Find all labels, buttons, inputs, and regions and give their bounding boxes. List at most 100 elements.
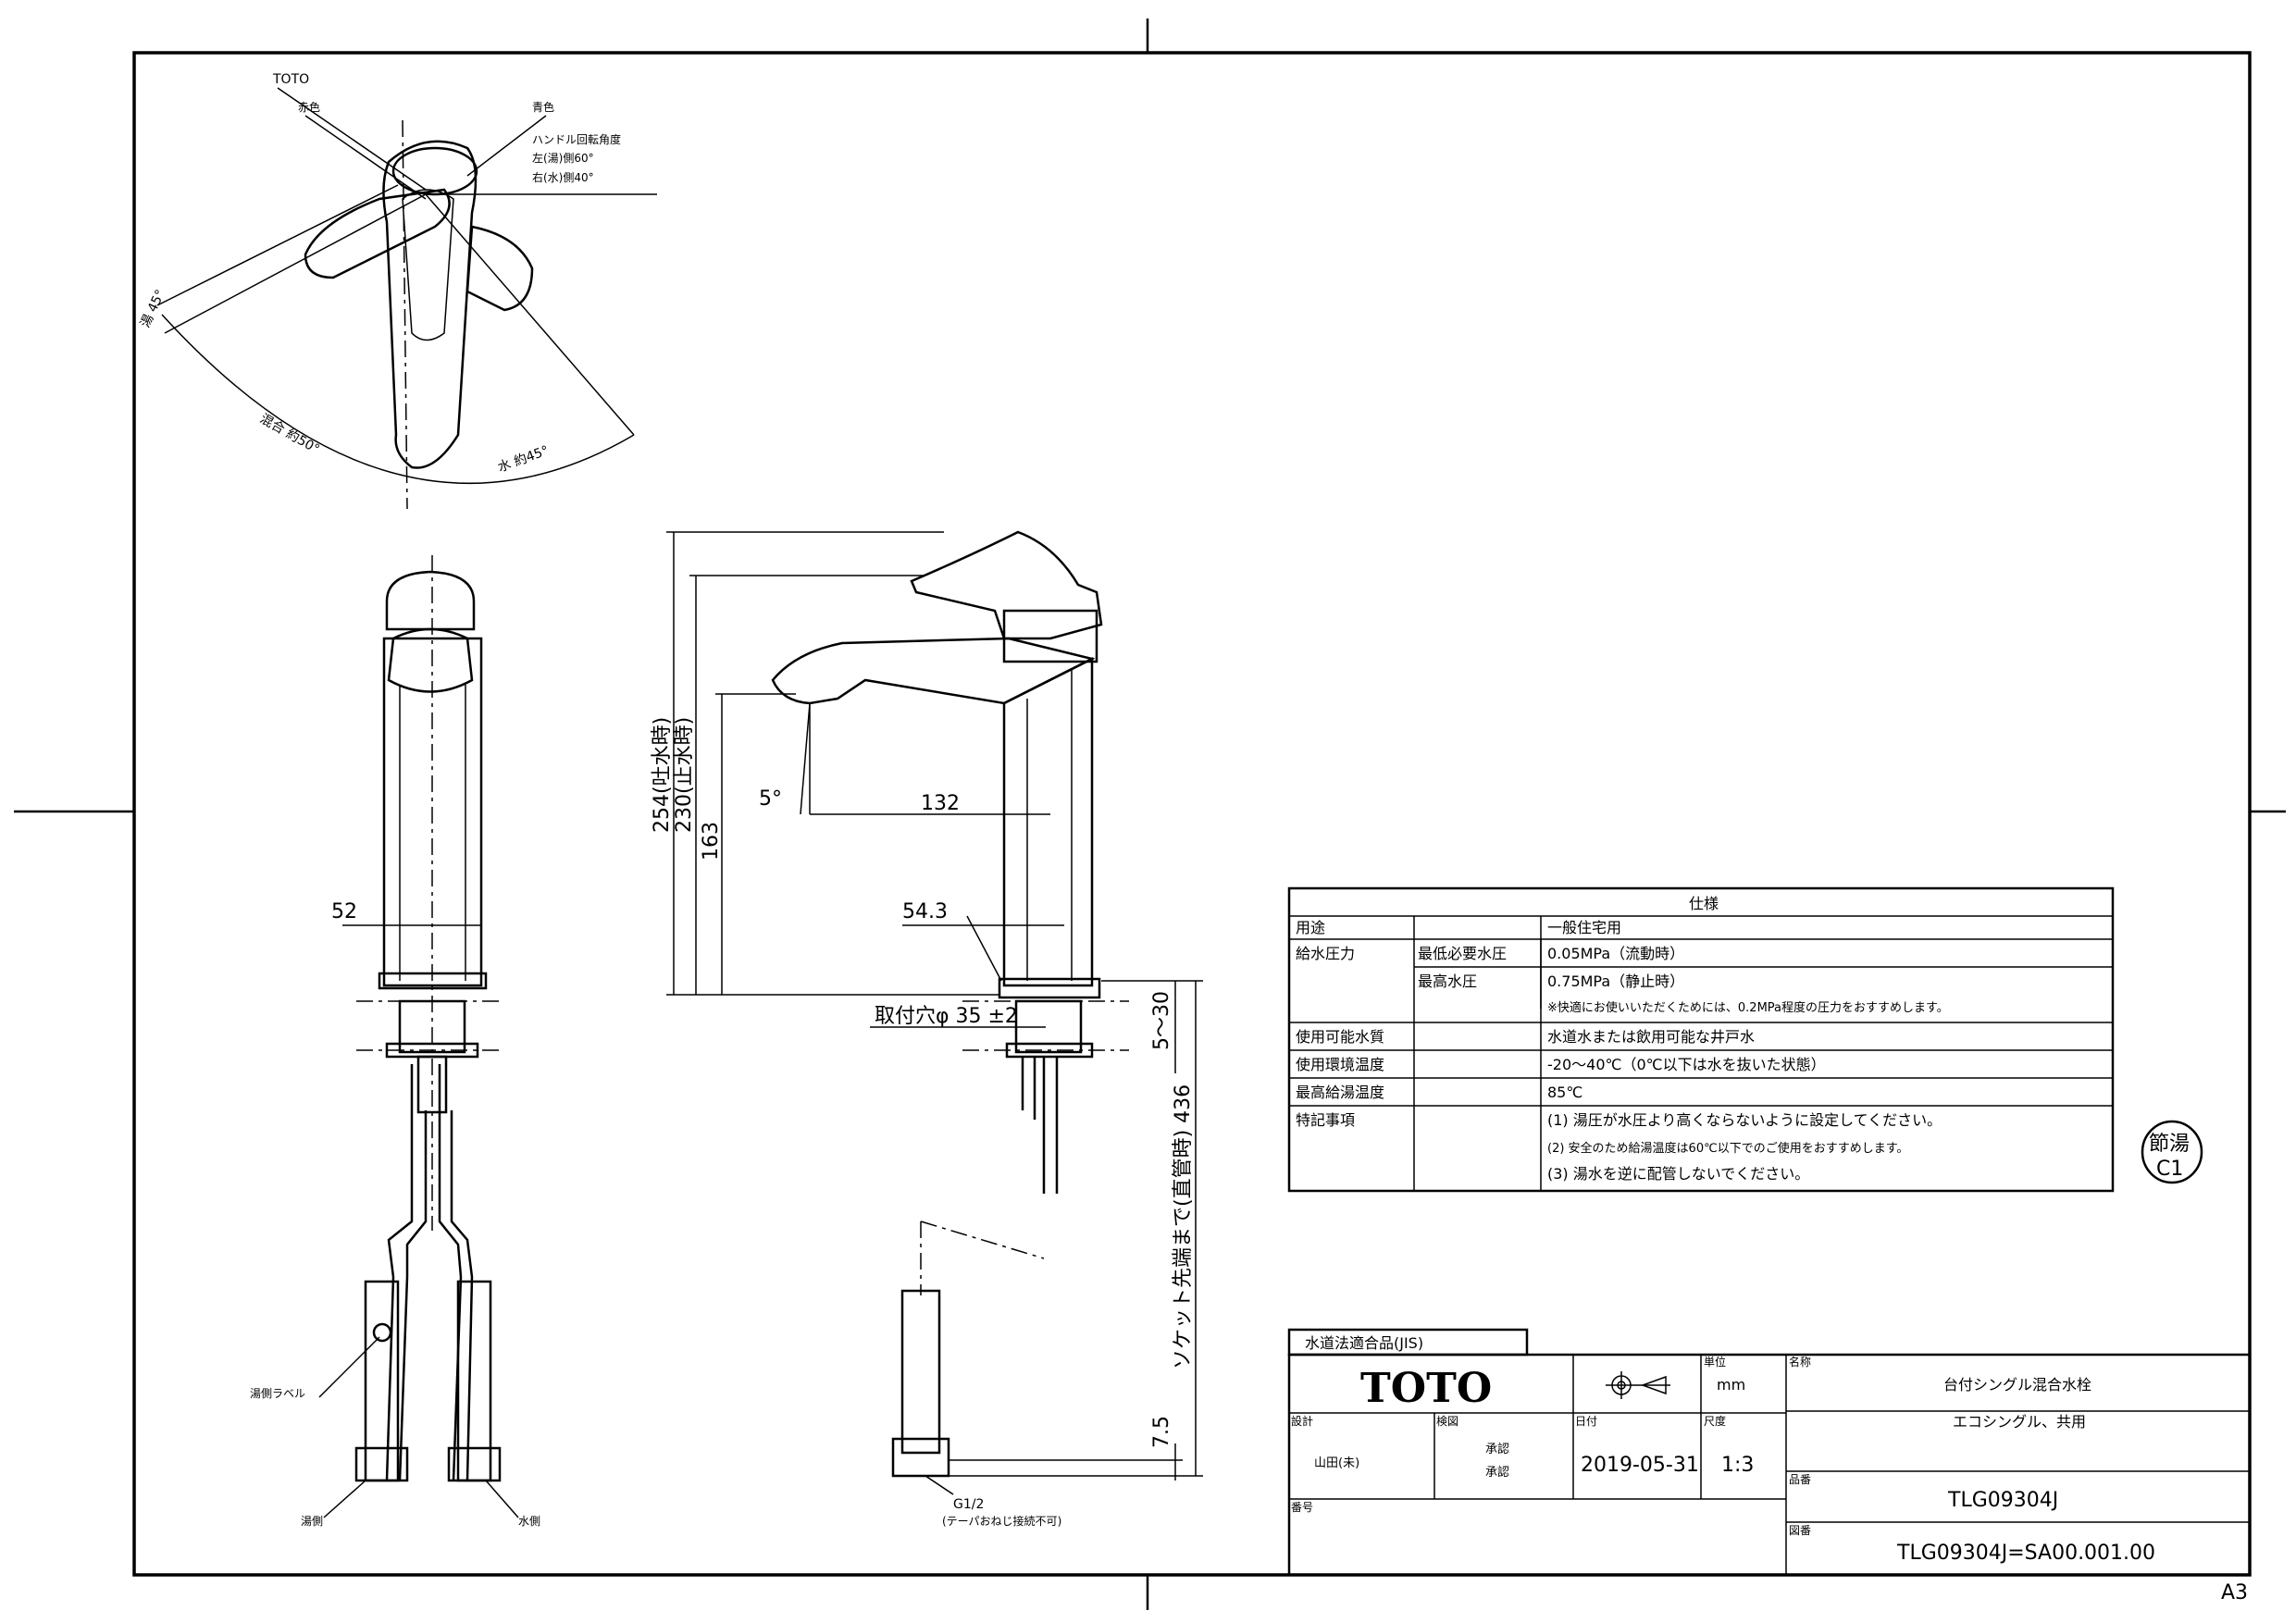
side-view-fitting-nut bbox=[891, 1437, 950, 1478]
front-view: 52 湯側ラベル 湯側 水側 bbox=[250, 555, 540, 1528]
dim-deck: 5～30 bbox=[1150, 991, 1173, 1050]
label-hot-tag: 湯側ラベル bbox=[250, 1387, 305, 1400]
spec-row-value: 一般住宅用 bbox=[1547, 919, 1621, 936]
leader-hot-label bbox=[318, 1336, 380, 1398]
tb-date-label: 日付 bbox=[1575, 1415, 1597, 1428]
eco-mark: 節湯 C1 bbox=[2141, 1120, 2203, 1184]
spec-row-value: 水道水または飲用可能な井戸水 bbox=[1547, 1028, 1755, 1046]
spec-row-value: 85℃ bbox=[1547, 1084, 1582, 1101]
dim-54-3: 54.3 bbox=[902, 900, 948, 923]
spec-table-border bbox=[1287, 886, 2115, 1193]
front-view-stud bbox=[416, 1055, 448, 1114]
spec-table-title: 仕様 bbox=[1689, 895, 1719, 912]
spec-row-label: 用途 bbox=[1296, 919, 1325, 936]
top-view-hot-line bbox=[164, 193, 427, 334]
front-view-hose-cold bbox=[450, 1110, 474, 1481]
top-view-cold-line bbox=[425, 193, 635, 436]
tb-drawing-no: TLG09304J=SA00.001.00 bbox=[1896, 1542, 2155, 1565]
dim-7-5: 7.5 bbox=[1150, 1416, 1173, 1448]
spec-row-label: 給水圧力 bbox=[1296, 945, 1355, 962]
side-view-fitting bbox=[900, 1289, 941, 1455]
top-view-cap bbox=[391, 146, 478, 196]
tb-designer: 山田(未) bbox=[1314, 1456, 1359, 1470]
dim-132: 132 bbox=[921, 792, 960, 815]
tb-unit-label: 単位 bbox=[1704, 1355, 1726, 1369]
tb-drawing-label: 図番 bbox=[1789, 1524, 1811, 1537]
front-view-cap bbox=[385, 570, 476, 631]
side-view-spout-angle bbox=[800, 702, 811, 815]
spec-row-value: (3) 湯水を逆に配管しないでください。 bbox=[1547, 1165, 1809, 1183]
side-view-body bbox=[1002, 656, 1094, 987]
spec-row-label: 使用可能水質 bbox=[1296, 1028, 1384, 1046]
spec-row-value: ※快適にお使いいただくためには、0.2MPa程度の圧力をおすすめします。 bbox=[1547, 1000, 1949, 1015]
top-view-handle bbox=[382, 140, 478, 469]
drawing-frame bbox=[132, 51, 2252, 1577]
leader-hot-side bbox=[323, 1480, 366, 1518]
tb-name: 台付シングル混合水栓 bbox=[1943, 1376, 2091, 1394]
projection-cone bbox=[1640, 1375, 1667, 1395]
side-view: 5° 132 54.3 254(吐水時) 230(止水時) 163 取付穴φ 3… bbox=[651, 530, 1203, 1528]
top-view-center-line bbox=[402, 119, 408, 510]
tb-check2: 承認 bbox=[1485, 1465, 1509, 1480]
top-view-handle-right bbox=[465, 225, 534, 312]
dim-436: ソケット先端まで(直管時) 436 bbox=[1172, 1084, 1195, 1369]
label-hot-side: 湯側 bbox=[301, 1515, 323, 1528]
label-handle-angle-right: 右(水)側40° bbox=[532, 170, 594, 184]
front-view-nut-cold bbox=[447, 1446, 502, 1482]
label-blue: 青色 bbox=[532, 101, 554, 114]
front-view-hose-hot-2 bbox=[398, 1110, 428, 1481]
tb-check1: 承認 bbox=[1485, 1442, 1509, 1456]
tb-subname: エコシングル、共用 bbox=[1953, 1413, 2086, 1431]
leader-thread bbox=[925, 1475, 954, 1495]
front-view-shank bbox=[398, 999, 466, 1054]
top-view-handle-inner bbox=[402, 189, 454, 341]
dim-54-3-leader bbox=[966, 915, 1002, 982]
tb-date: 2019-05-31 bbox=[1581, 1454, 1699, 1477]
label-handle-angle-title: ハンドル回転角度 bbox=[532, 132, 621, 146]
top-view-hot-extent bbox=[156, 184, 399, 306]
label-hot-angle: 湯 45° bbox=[137, 287, 168, 329]
dim-230: 230(止水時) bbox=[673, 717, 696, 833]
tb-scale: 1:3 bbox=[1721, 1454, 1754, 1477]
label-toto: TOTO bbox=[272, 72, 309, 87]
tb-model: TLG09304J bbox=[1947, 1489, 2058, 1512]
dim-163: 163 bbox=[700, 822, 723, 861]
side-view-lower-hose bbox=[920, 1220, 1045, 1295]
title-block: 水道法適合品(JIS) TOTO 単位 mm 名称 台付シングル混合水栓 エコシ… bbox=[1287, 1328, 2252, 1577]
title-block-border bbox=[1287, 1353, 2252, 1577]
leader-red bbox=[304, 115, 427, 200]
spec-row-sub: 最高水圧 bbox=[1418, 973, 1477, 990]
tb-unit: mm bbox=[1717, 1376, 1745, 1394]
top-view-swing-arc bbox=[161, 314, 635, 485]
dim-hole: 取付穴φ 35 ±2 bbox=[875, 1005, 1018, 1028]
eco-mark-bottom: C1 bbox=[2156, 1158, 2183, 1181]
tb-rev-label: 番号 bbox=[1291, 1501, 1313, 1514]
spec-row-value: 0.75MPa（静止時） bbox=[1547, 973, 1684, 990]
dim-254: 254(吐水時) bbox=[651, 717, 674, 833]
sheet-size-label: A3 bbox=[2221, 1581, 2248, 1604]
tb-name-label: 名称 bbox=[1789, 1355, 1811, 1369]
label-cold-side: 水側 bbox=[518, 1515, 540, 1528]
spec-row-label: 使用環境温度 bbox=[1296, 1056, 1384, 1073]
tb-model-label: 品番 bbox=[1789, 1473, 1811, 1486]
front-view-hose-hot bbox=[385, 1064, 414, 1481]
label-mix-angle: 混合 約50° bbox=[257, 412, 322, 457]
leader-blue bbox=[466, 115, 547, 177]
label-cold-angle: 水 約45° bbox=[496, 443, 551, 476]
front-view-base bbox=[378, 972, 488, 990]
front-view-body bbox=[382, 637, 483, 987]
eco-mark-top: 節湯 bbox=[2149, 1133, 2190, 1156]
side-view-base bbox=[998, 977, 1101, 999]
leader-toto bbox=[277, 87, 427, 191]
spec-row-value: (1) 湯圧が水圧より高くならないように設定してください。 bbox=[1547, 1111, 1942, 1129]
front-view-fitting-cold bbox=[456, 1280, 492, 1482]
spec-row-value: -20～40℃（0℃以下は水を抜いた状態） bbox=[1547, 1056, 1826, 1073]
side-view-handle-base bbox=[1002, 609, 1098, 663]
tb-design-label: 設計 bbox=[1291, 1414, 1313, 1428]
side-view-nut bbox=[1005, 1042, 1094, 1059]
front-view-nut-hot bbox=[354, 1446, 409, 1482]
side-view-handle bbox=[910, 530, 1103, 640]
spec-row-value: 0.05MPa（流動時） bbox=[1547, 945, 1684, 962]
